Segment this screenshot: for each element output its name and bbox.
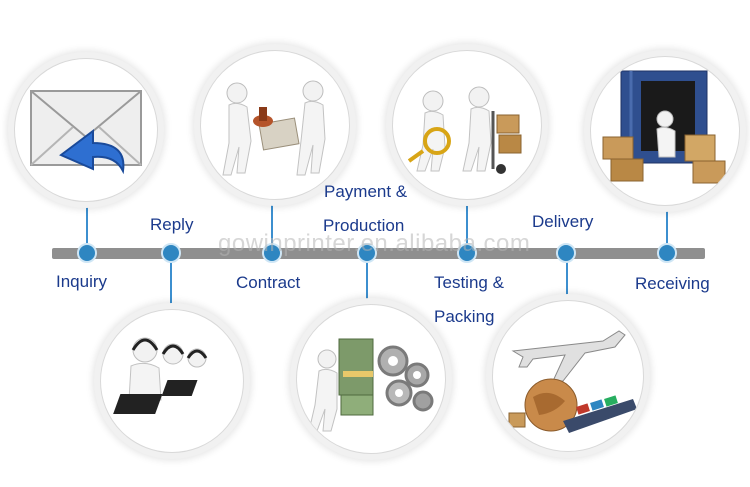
step-label-reply: Reply: [150, 215, 194, 234]
dot-delivery: [556, 243, 576, 263]
envelope-reply-icon: [30, 90, 142, 175]
stem-receiving: [666, 205, 668, 248]
circle-testing: [392, 50, 542, 200]
inspection-cart-icon: [407, 86, 522, 174]
stem-delivery: [566, 259, 568, 299]
handshake-contract-icon: [222, 80, 326, 176]
circle-contract: [200, 50, 350, 200]
airplane-globe-ship-icon: [508, 330, 637, 433]
money-gears-icon: [308, 338, 434, 432]
dot-contract: [262, 243, 282, 263]
circle-payment: [296, 304, 446, 454]
step-label-contract: Contract: [236, 273, 301, 292]
circle-receiving: [590, 56, 740, 206]
stem-reply: [170, 259, 172, 309]
dot-reply: [161, 243, 181, 263]
dot-receiving: [657, 243, 677, 263]
dot-payment: [357, 243, 377, 263]
step-label-testing-line1: Testing &: [434, 273, 504, 292]
dot-inquiry: [77, 243, 97, 263]
step-label-testing-line2: Packing: [434, 307, 495, 326]
container-boxes-icon: [602, 70, 726, 184]
circle-inquiry: [14, 58, 158, 202]
timeline-bar: [52, 248, 705, 259]
stem-testing: [466, 200, 468, 248]
step-label-inquiry: Inquiry: [56, 272, 108, 291]
circle-reply: [100, 309, 244, 453]
stem-payment: [366, 259, 368, 304]
watermark-text: gowinprinter.en.alibaba.com: [218, 230, 531, 257]
step-label-delivery: Delivery: [532, 212, 594, 231]
call-center-icon: [113, 337, 208, 414]
circle-delivery: [492, 300, 644, 452]
step-label-receiving: Receiving: [635, 274, 710, 293]
step-label-payment-line2: Production: [323, 216, 405, 235]
stem-contract: [271, 200, 273, 248]
stem-inquiry: [86, 200, 88, 248]
step-label-payment-line1: Payment &: [324, 182, 408, 201]
dot-testing: [457, 243, 477, 263]
